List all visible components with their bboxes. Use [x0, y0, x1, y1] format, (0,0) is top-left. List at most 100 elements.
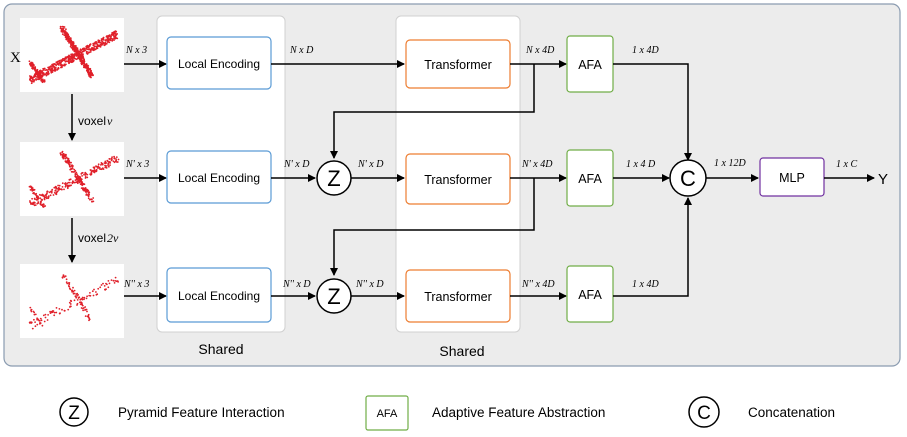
- legend-concat-text: Concatenation: [748, 405, 835, 420]
- point-cloud-dot: [57, 184, 59, 187]
- point-cloud-dot: [93, 171, 96, 174]
- point-cloud-dot: [90, 173, 93, 176]
- point-cloud-dot: [87, 313, 90, 316]
- point-cloud-dot: [100, 168, 103, 171]
- point-cloud-dot: [75, 296, 78, 299]
- point-cloud-dot: [55, 186, 58, 189]
- point-cloud-dot: [43, 320, 46, 323]
- point-cloud-dot: [49, 312, 52, 314]
- point-cloud-dot: [91, 198, 93, 201]
- point-cloud-dot: [60, 59, 62, 62]
- afa-label-2: AFA: [578, 172, 602, 186]
- point-cloud-dot: [38, 193, 41, 196]
- point-cloud-dot: [81, 59, 83, 62]
- point-cloud-dot: [74, 53, 77, 56]
- point-cloud-dot: [88, 67, 91, 70]
- mlp-block: [759, 157, 825, 197]
- point-cloud-dot: [112, 38, 114, 40]
- point-cloud-dot: [80, 63, 83, 66]
- point-cloud-dot: [59, 153, 62, 156]
- point-cloud-dot: [35, 198, 38, 201]
- point-cloud-dot: [93, 45, 96, 47]
- local-encoding-block-1: [166, 36, 272, 90]
- point-cloud-dot: [72, 290, 74, 293]
- point-cloud-dot: [44, 313, 47, 316]
- point-cloud-dot: [68, 161, 71, 163]
- afa-label-1: AFA: [578, 58, 602, 72]
- point-cloud-dot: [63, 309, 66, 312]
- point-cloud-dot: [114, 280, 117, 282]
- point-cloud-dot: [49, 310, 51, 313]
- point-cloud-dot: [71, 289, 73, 292]
- point-cloud-dot: [55, 307, 58, 309]
- point-cloud-dot: [50, 71, 53, 73]
- point-cloud-dot: [40, 77, 42, 80]
- point-cloud-dot: [67, 157, 70, 160]
- point-cloud-dot: [34, 193, 37, 196]
- point-cloud-dot: [75, 58, 78, 61]
- point-cloud-dot: [36, 323, 39, 326]
- point-cloud-dot: [30, 322, 33, 324]
- point-cloud-dot: [84, 65, 87, 67]
- point-cloud-dot: [68, 54, 70, 57]
- shared-label-encoding: Shared: [198, 341, 243, 357]
- point-cloud-dot: [86, 70, 89, 73]
- point-cloud-dot: [62, 157, 65, 160]
- point-cloud-dot: [68, 164, 71, 167]
- point-cloud-dot: [62, 64, 65, 67]
- point-cloud-dot: [31, 197, 33, 200]
- point-cloud-dot: [65, 35, 68, 37]
- point-cloud-dot: [76, 177, 79, 180]
- point-cloud-dot: [116, 37, 119, 40]
- point-cloud-dot: [108, 282, 111, 285]
- point-cloud-dot: [104, 160, 107, 163]
- point-cloud-dot: [64, 56, 67, 59]
- point-cloud-dot: [68, 38, 71, 41]
- point-cloud-dot: [62, 274, 65, 276]
- point-cloud-dot: [32, 63, 35, 66]
- point-cloud-dot: [53, 191, 56, 194]
- point-cloud-dot: [91, 290, 94, 293]
- point-cloud-dot: [76, 175, 78, 178]
- transformer-block-2: [405, 153, 511, 205]
- point-cloud-dot: [50, 191, 53, 194]
- point-cloud-dot: [45, 195, 48, 198]
- point-cloud-dot: [41, 199, 44, 201]
- point-cloud-dot: [68, 282, 71, 284]
- point-cloud-dot: [68, 56, 71, 58]
- point-cloud-dot: [87, 191, 89, 193]
- point-cloud-dot: [75, 49, 78, 52]
- local-encoding-block-3: [166, 267, 272, 323]
- point-cloud-dot: [86, 176, 89, 179]
- point-cloud-dot: [31, 327, 34, 330]
- point-cloud-dot: [68, 179, 71, 181]
- point-cloud-dot: [57, 67, 60, 70]
- point-cloud-dot: [61, 27, 63, 30]
- point-cloud-dot: [105, 166, 107, 169]
- point-cloud-dot: [87, 197, 90, 200]
- point-cloud-dot: [72, 171, 75, 173]
- point-cloud-dot: [86, 310, 88, 313]
- point-cloud-dot: [61, 33, 64, 36]
- point-cloud-dot: [86, 189, 88, 192]
- point-cloud-dot: [81, 184, 84, 187]
- point-cloud-dot: [58, 308, 61, 310]
- point-cloud-dot: [75, 293, 78, 295]
- point-cloud-dot: [95, 168, 98, 171]
- point-cloud-dot: [77, 56, 80, 58]
- point-cloud-dot: [70, 184, 72, 187]
- point-cloud-dot: [113, 161, 116, 164]
- point-cloud-dot: [58, 184, 61, 187]
- point-cloud-dot: [56, 63, 59, 66]
- point-cloud-dot: [57, 186, 60, 189]
- point-cloud-dot: [58, 62, 60, 65]
- point-cloud-dot: [83, 296, 86, 299]
- point-cloud-dot: [48, 191, 51, 194]
- legend: Z Pyramid Feature Interaction AFA Adapti…: [59, 395, 835, 431]
- edge-label-row2-afa: 1 x 4 D: [626, 159, 656, 170]
- point-cloud-dot: [44, 73, 47, 76]
- point-cloud-dot: [64, 275, 67, 277]
- point-cloud-dot: [36, 195, 39, 198]
- point-cloud-dot: [70, 46, 73, 49]
